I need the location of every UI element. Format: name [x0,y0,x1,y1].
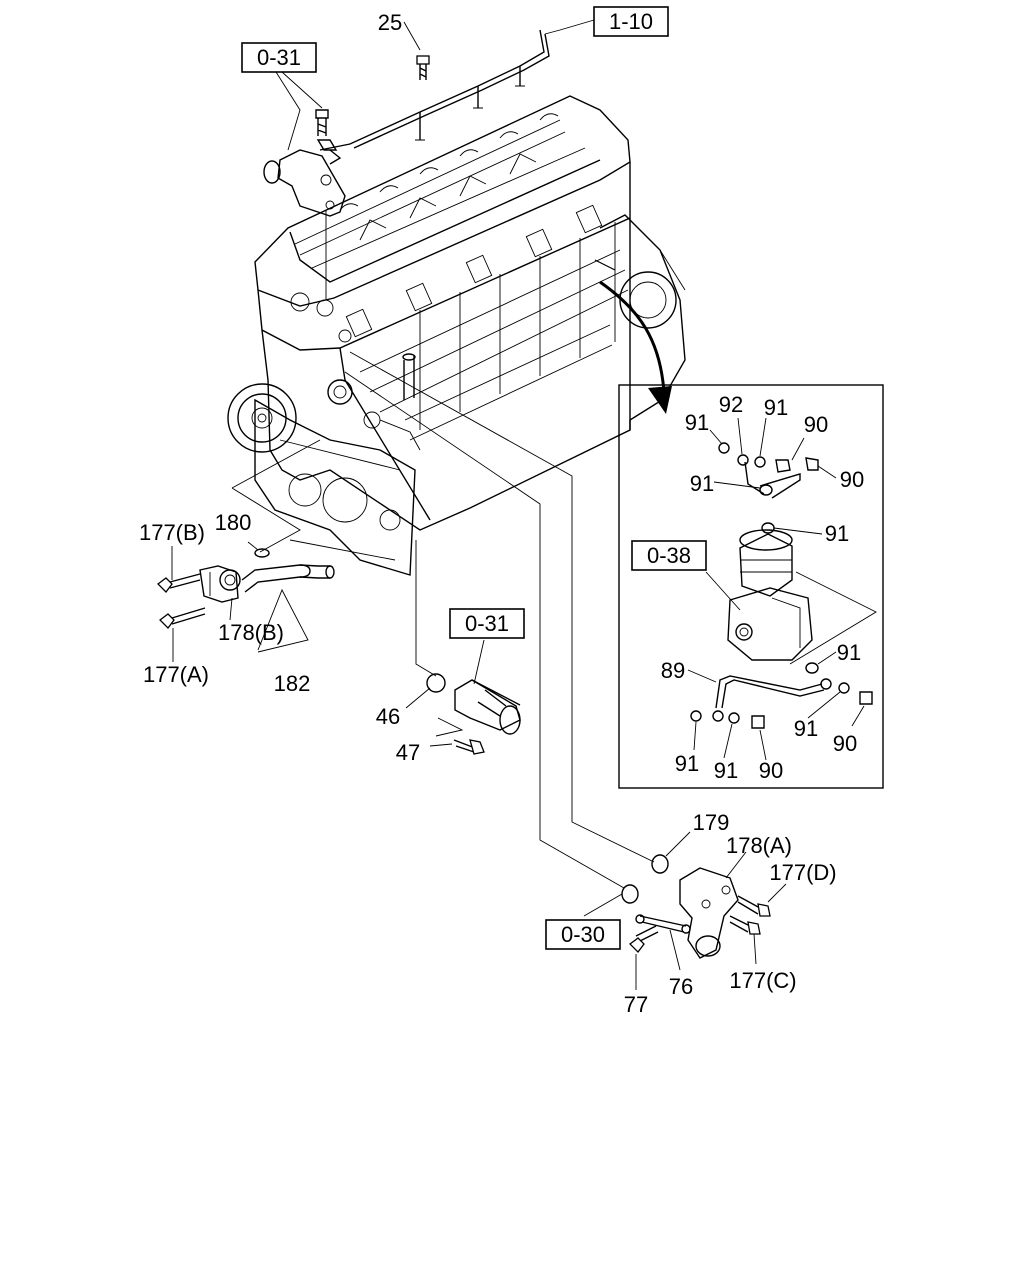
ref-box-1-10: 1-10 [593,6,669,37]
air-compressor [727,529,813,661]
ref-box-0-31-top-text: 0-31 [257,45,301,70]
callout-91-h: 91 [714,758,738,783]
bolt-25 [416,55,430,80]
outlet-pipe-0-31 [426,673,521,755]
callout-180: 180 [215,510,252,535]
ref-box-0-31-mid-text: 0-31 [465,611,509,636]
callout-91-f: 91 [794,716,818,741]
callout-91-g: 91 [675,751,699,776]
ref-box-0-30-text: 0-30 [561,922,605,947]
compressor-top-fittings [718,442,819,534]
callout-90-c: 90 [833,731,857,756]
callout-91-e: 91 [837,640,861,665]
callout-90-b: 90 [840,467,864,492]
callout-77: 77 [624,992,648,1017]
engine-block-drawing [227,95,686,576]
ref-box-0-31-mid: 0-31 [449,608,525,639]
callout-179: 179 [693,810,730,835]
callout-89: 89 [661,658,685,683]
callout-177-d: 177(D) [769,860,836,885]
ref-box-1-10-text: 1-10 [609,9,653,34]
callout-178-a: 178(A) [726,833,792,858]
callout-46: 46 [376,704,400,729]
callout-177-b: 177(B) [139,520,205,545]
callout-90-d: 90 [759,758,783,783]
compressor-lower-fittings [690,662,873,729]
inset-detail-frame [594,259,884,789]
ref-box-0-30: 0-30 [545,919,621,950]
callout-47: 47 [396,740,420,765]
callout-182: 182 [274,671,311,696]
callout-177-a: 177(A) [143,662,209,687]
callout-91-d: 91 [825,521,849,546]
ref-box-0-38: 0-38 [631,540,707,571]
bolt-177-b [157,573,201,593]
callout-91-a: 91 [685,410,709,435]
callout-91-c: 91 [690,471,714,496]
top-tube-assembly [319,29,550,165]
callout-92: 92 [719,392,743,417]
thermostat-elbow-178a [621,854,771,959]
thermostat-housing-top [263,109,346,217]
bolt-177-a [159,607,206,629]
ref-box-0-31-top: 0-31 [241,42,317,73]
callout-91-b: 91 [764,395,788,420]
callout-76: 76 [669,974,693,999]
ref-box-0-38-text: 0-38 [647,543,691,568]
callout-177-c: 177(C) [729,968,796,993]
callout-labels: 25 177(B) 180 178(B) 177(A) 182 46 47 91… [139,10,864,1017]
callout-90-a: 90 [804,412,828,437]
callout-25: 25 [378,10,402,35]
water-pipe-assembly-182 [199,548,335,603]
leader-lines [171,19,877,990]
callout-178-b: 178(B) [218,620,284,645]
